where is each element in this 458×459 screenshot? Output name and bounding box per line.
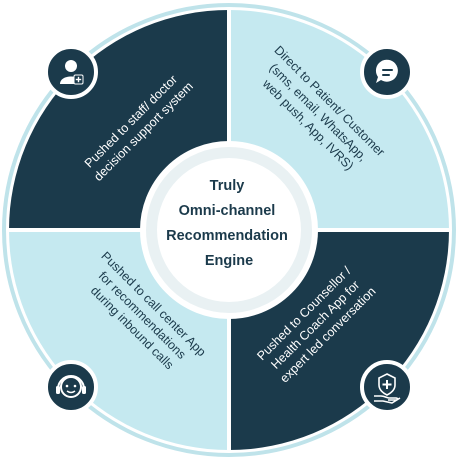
outer-ring xyxy=(2,3,456,457)
center-title: Truly Omni-channel Recommendation Engine xyxy=(166,178,292,269)
center-line-2: Omni-channel xyxy=(179,203,276,219)
center-line-1: Truly xyxy=(210,178,245,194)
center-line-3: Recommendation xyxy=(166,228,288,244)
center-circle xyxy=(157,158,301,302)
center-line-4: Engine xyxy=(205,253,253,269)
doctor-icon xyxy=(44,45,98,99)
chat-bubble-icon xyxy=(360,45,414,99)
headset-agent-icon xyxy=(44,360,98,414)
health-shield-hand-icon xyxy=(360,360,414,414)
